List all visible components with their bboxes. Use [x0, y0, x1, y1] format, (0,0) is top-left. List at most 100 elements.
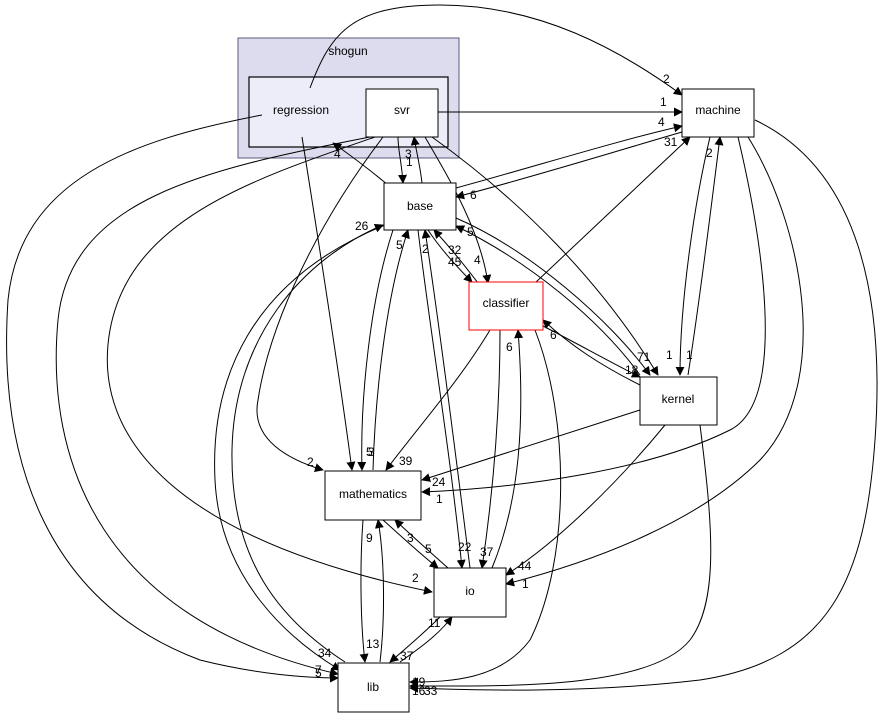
edge-base-mathematics: [357, 229, 394, 471]
node-mathematics[interactable]: mathematics: [324, 470, 422, 521]
edge-label-machine-kernel-b: 1: [686, 348, 693, 362]
node-regression-label: regression: [273, 103, 329, 117]
node-mathematics-box: [324, 470, 422, 521]
node-svr[interactable]: svr: [365, 88, 439, 138]
edges: [6, 4, 878, 693]
node-mathematics-label: mathematics: [339, 487, 407, 501]
node-svr-label: svr: [394, 103, 410, 117]
edge-mathematics-lib: [359, 519, 369, 663]
node-base-box: [383, 182, 457, 231]
edge-kernel-classifier: [542, 319, 641, 386]
node-base[interactable]: base: [383, 182, 457, 231]
edge-base-classifier: [427, 229, 473, 283]
edge-machine-lib: [409, 119, 878, 693]
edge-label-classifier-machine: 31: [664, 135, 678, 149]
edge-lib-base: [231, 224, 384, 663]
edge-base-svr: [410, 136, 423, 184]
edge-label-machine-kernel: 1: [666, 348, 673, 362]
edge-kernel-mathematics: [421, 409, 641, 482]
edge-base-kernel: [455, 217, 651, 376]
edge-machine-mathematics: [421, 136, 766, 497]
edge-label-io-lib: 37: [400, 649, 414, 663]
edge-kernel-base: [455, 225, 641, 376]
edge-classifier-io: [478, 329, 501, 569]
edge-label-machine-mathematics: 1: [436, 492, 443, 506]
edge-label-kernel-lib: 16: [412, 684, 426, 698]
edge-label-classifier-kernel: 18: [625, 363, 639, 377]
edge-label-lib-io: 11: [428, 616, 441, 630]
edge-label-mathematics-io: 5: [425, 542, 432, 556]
edge-label-svr-classifier: 4: [474, 253, 481, 267]
edge-label-svr-mathematics: 2: [307, 455, 314, 469]
edge-label-kernel-classifier: 6: [550, 328, 557, 342]
edge-mathematics-base: [372, 229, 410, 471]
edge-label-kernel-mathematics: 24: [432, 475, 446, 489]
edge-io-mathematics: [394, 519, 449, 569]
edge-label-svr-machine: 1: [660, 95, 667, 109]
node-classifier-label: classifier: [483, 296, 530, 310]
node-lib-box: [337, 662, 410, 713]
edge-label-base-io: 22: [458, 540, 472, 554]
edge-label-classifier-io: 37: [480, 545, 494, 559]
node-kernel[interactable]: kernel: [639, 376, 718, 426]
edge-regression-mathematics: [301, 136, 356, 471]
edge-label-io-classifier: 6: [506, 340, 513, 354]
edge-svr-io: [106, 136, 433, 595]
edge-classifier-base: [433, 229, 479, 284]
node-lib-label: lib: [367, 680, 379, 694]
edge-base-io: [417, 229, 466, 569]
node-machine[interactable]: machine: [681, 88, 755, 138]
edge-svr-base: [397, 136, 408, 184]
edge-label-base-mathematics: 3: [368, 445, 375, 459]
node-base-label: base: [407, 199, 433, 213]
edge-base-machine: [455, 123, 683, 189]
node-io-box: [433, 567, 507, 618]
edge-label-base-kernel: 71: [637, 350, 651, 364]
edge-machine-base: [455, 131, 683, 200]
cluster-shogun-title: shogun: [328, 44, 367, 58]
edge-label-base-classifier-b: 32: [448, 243, 462, 257]
node-svr-box: [365, 88, 439, 138]
edge-io-base: [421, 229, 471, 569]
edge-label-lib-mathematics: 9: [366, 531, 373, 545]
node-classifier-box: [468, 281, 544, 331]
edge-mathematics-io: [382, 519, 439, 569]
node-regression[interactable]: regression: [273, 103, 329, 117]
edge-label-base-classifier: 45: [448, 255, 462, 269]
edge-label-lib-base: 26: [355, 219, 369, 233]
edge-lib-io: [399, 616, 453, 663]
edge-label-kernel-io: 44: [518, 559, 532, 573]
edge-label-regression-lib: 7: [315, 663, 322, 677]
edge-label-svr-base: 3: [405, 147, 412, 161]
edge-label-io-mathematics: 3: [407, 531, 414, 545]
edge-label-base-lib: 34: [318, 646, 332, 660]
edge-svr-lib: [55, 136, 371, 677]
edge-io-classifier: [491, 329, 524, 569]
edge-label-base-regression: 4: [334, 147, 341, 161]
node-machine-box: [681, 88, 755, 138]
node-io[interactable]: io: [433, 567, 507, 618]
edge-label-machine-base: 6: [470, 188, 477, 202]
node-classifier[interactable]: classifier: [468, 281, 544, 331]
node-machine-label: machine: [695, 103, 741, 117]
edge-regression-lib: [6, 114, 339, 683]
edge-machine-kernel: [675, 136, 711, 376]
node-lib[interactable]: lib: [337, 662, 410, 713]
edge-io-lib: [389, 616, 441, 663]
edge-label-io-base: 2: [422, 242, 429, 256]
edge-label-classifier-mathematics: 39: [399, 454, 413, 468]
edge-label-machine-lib: 33: [424, 684, 438, 698]
edge-machine-io: [505, 136, 804, 587]
node-kernel-label: kernel: [662, 392, 695, 406]
node-io-label: io: [465, 584, 475, 598]
edge-labels: 2 1 4 31 2 1 1 4 3 1 6 5 32 45 4 5 2 26 …: [307, 72, 713, 698]
edge-kernel-io: [505, 424, 666, 576]
edge-classifier-lib: [409, 329, 562, 687]
edge-classifier-kernel: [542, 325, 641, 378]
edge-svr-classifier: [424, 136, 492, 284]
edge-label-base-svr: 1: [406, 155, 413, 169]
node-kernel-box: [639, 376, 718, 426]
edge-regression-machine: [309, 4, 683, 96]
edge-label-regression-machine: 2: [663, 72, 670, 86]
